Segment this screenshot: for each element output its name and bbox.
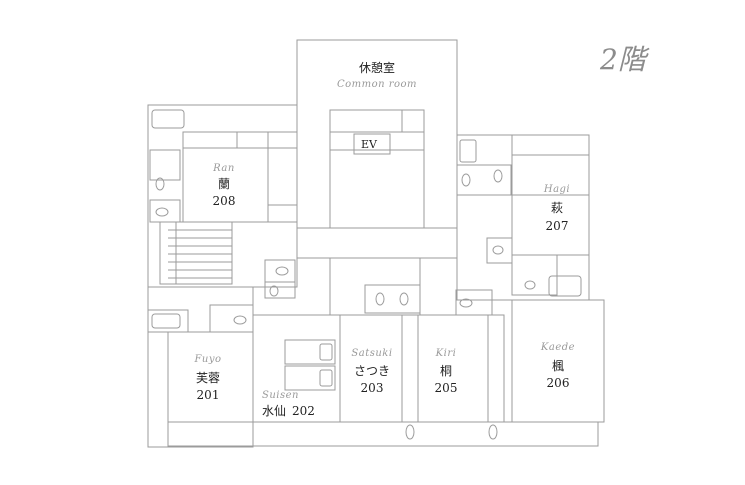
balcony <box>167 421 599 447</box>
staircase <box>159 221 233 285</box>
room-satsuki-en: Satsuki <box>351 348 393 359</box>
mid-basin-left <box>264 281 296 299</box>
room-fuyo-en: Fuyo <box>194 354 222 365</box>
fuyo-bathtub <box>151 313 181 329</box>
room-ran-number: 208 <box>212 194 236 208</box>
fuyo-bath-cell <box>147 309 189 333</box>
room-suisen-en: Suisen <box>262 390 299 401</box>
room-hagi-en: Hagi <box>543 184 571 195</box>
room-fuyo-number: 201 <box>196 388 220 402</box>
hagi-tub <box>459 139 477 163</box>
room-ran-box <box>182 131 298 223</box>
fuyo-wing-outline <box>147 286 254 448</box>
hagi-wc-cell <box>456 164 512 196</box>
fuyo-wc-cell <box>209 304 254 333</box>
hagi-bath-cell <box>511 254 558 296</box>
room-kiri-en: Kiri <box>435 348 457 359</box>
hagi-bathtub <box>548 275 582 297</box>
room-ran-jp: 蘭 <box>217 177 230 191</box>
suisen-bed-2 <box>284 365 336 391</box>
suisen-bed-1 <box>284 339 336 365</box>
room-ran-en: Ran <box>213 163 235 174</box>
room-suisen-jp: 水仙 <box>262 404 287 418</box>
room-satsuki-number: 203 <box>360 381 384 395</box>
ev-box <box>353 133 391 155</box>
mid-wc-pair <box>364 284 421 314</box>
room-satsuki-jp: さつき <box>353 364 390 378</box>
mid-wc-left <box>264 259 296 283</box>
hagi-basin-cell <box>486 237 513 264</box>
room-kiri-jp: 桐 <box>439 364 452 378</box>
room-hagi-jp: 萩 <box>550 201 563 215</box>
room-fuyo-jp: 芙蓉 <box>195 371 220 385</box>
elevator-label: EV <box>361 138 377 151</box>
ev-shaft-top <box>329 109 403 133</box>
mid-wc-right <box>455 289 493 316</box>
common-room-jp: 休憩室 <box>358 61 395 75</box>
ran-basin-cell <box>149 199 181 223</box>
hagi-wing-outline <box>456 134 590 301</box>
room-kaede-en: Kaede <box>540 342 576 353</box>
room-kaede-jp: 楓 <box>551 359 564 373</box>
room-kaede-number: 206 <box>546 376 570 390</box>
room-suisen-number: 202 <box>292 404 315 418</box>
ran-bathtub <box>151 109 185 129</box>
room-hagi-number: 207 <box>545 219 569 233</box>
floor-label: 2階 <box>600 43 646 76</box>
common-room-en: Common room <box>336 79 418 90</box>
room-kiri-number: 205 <box>434 381 458 395</box>
ran-toilet-cell <box>149 149 181 181</box>
elevator-hall <box>329 109 425 229</box>
